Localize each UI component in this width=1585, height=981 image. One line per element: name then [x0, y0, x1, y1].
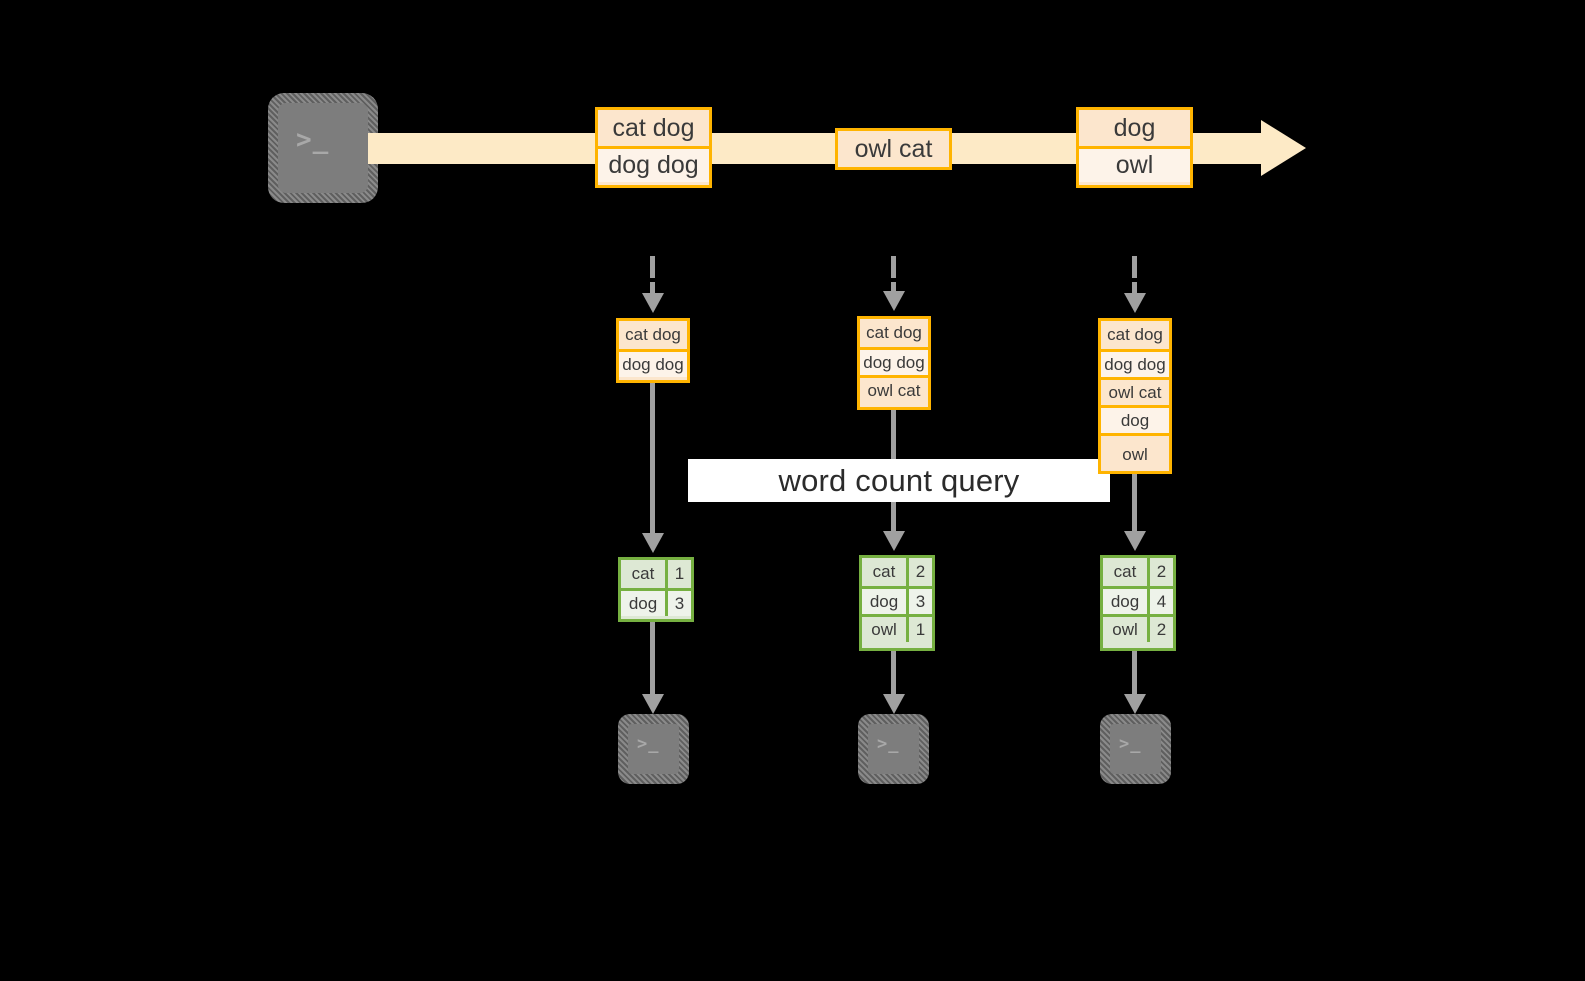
column-1-result-word-1: cat [621, 560, 665, 588]
column-2-accumulated-line-3: owl cat [860, 375, 928, 403]
terminal-screen [868, 724, 919, 774]
column-3-query-arrow-head [1124, 531, 1146, 551]
column-3-accumulated-line-5-overlay: owl [1101, 441, 1169, 468]
stream-batch-1-box: cat dog dog dog [595, 107, 712, 188]
column-2-accumulated-line-2: dog dog [860, 347, 928, 375]
column-3-sink-terminal-prompt-glyph: >_ [1119, 734, 1142, 754]
column-1-dashed-arrow-seg-1 [650, 256, 655, 278]
stream-batch-1-line-1: cat dog [598, 110, 709, 146]
table-row: dog 3 [621, 588, 691, 616]
column-3-dashed-arrow-head [1124, 293, 1146, 313]
stream-batch-1-line-2: dog dog [598, 146, 709, 182]
column-3-result-count-1: 2 [1147, 558, 1173, 586]
column-3-sink-terminal-icon: >_ [1100, 714, 1171, 784]
column-3-sink-arrow-line [1132, 651, 1137, 696]
column-2-result-count-3: 1 [906, 617, 932, 642]
column-1-dashed-arrow-head [642, 293, 664, 313]
stream-batch-2-box: owl cat [835, 128, 952, 170]
column-1-accumulated-box: cat dog dog dog [616, 318, 690, 383]
column-1-accumulated-line-2: dog dog [619, 349, 687, 377]
column-2-result-count-2: 3 [906, 589, 932, 614]
column-2-accumulated-box: cat dog dog dog owl cat [857, 316, 931, 410]
table-row: owl 2 [1103, 614, 1173, 642]
column-1-query-arrow-line [650, 383, 655, 536]
column-1-result-table: cat 1 dog 3 [618, 557, 694, 622]
stream-batch-3-line-1: dog [1079, 110, 1190, 146]
terminal-screen [628, 724, 679, 774]
column-2-accumulated-line-1: cat dog [860, 319, 928, 347]
column-1-sink-arrow-line [650, 622, 655, 696]
column-3-sink-arrow-head [1124, 694, 1146, 714]
column-1-dashed-arrow-seg-2 [650, 282, 655, 294]
column-1-result-word-2: dog [621, 591, 665, 616]
column-3-accumulated-overlap-row: owl [1098, 441, 1172, 474]
source-terminal-prompt-glyph: >_ [296, 125, 330, 155]
column-2-result-table: cat 2 dog 3 owl 1 [859, 555, 935, 651]
column-3-result-word-2: dog [1103, 589, 1147, 614]
column-2-result-word-1: cat [862, 558, 906, 586]
query-banner-label: word count query [778, 462, 1020, 498]
stream-batch-3-line-2: owl [1079, 146, 1190, 182]
column-2-dashed-arrow-seg-2 [891, 282, 896, 292]
column-3-result-table: cat 2 dog 4 owl 2 [1100, 555, 1176, 651]
column-1-sink-terminal-prompt-glyph: >_ [637, 734, 660, 754]
column-2-query-arrow-head [883, 531, 905, 551]
column-3-result-count-2: 4 [1147, 589, 1173, 614]
column-3-accumulated-line-1: cat dog [1101, 321, 1169, 349]
column-3-accumulated-line-2: dog dog [1101, 349, 1169, 377]
column-2-result-count-1: 2 [906, 558, 932, 586]
column-1-query-arrow-head [642, 533, 664, 553]
column-3-result-count-3: 2 [1147, 617, 1173, 642]
query-banner: word count query [688, 459, 1110, 502]
column-1-accumulated-line-1: cat dog [619, 321, 687, 349]
column-3-dashed-arrow-seg-1 [1132, 256, 1137, 278]
column-1-sink-arrow-head [642, 694, 664, 714]
column-3-query-arrow-line [1132, 474, 1137, 534]
column-1-result-count-1: 1 [665, 560, 691, 588]
column-2-sink-terminal-icon: >_ [858, 714, 929, 784]
stream-batch-3-box: dog owl [1076, 107, 1193, 188]
column-3-accumulated-line-4: dog [1101, 405, 1169, 433]
column-1-sink-terminal-icon: >_ [618, 714, 689, 784]
terminal-screen [1110, 724, 1161, 774]
column-1-result-count-2: 3 [665, 591, 691, 616]
column-3-result-word-3: owl [1103, 617, 1147, 642]
column-3-dashed-arrow-seg-2 [1132, 282, 1137, 294]
column-2-result-word-3: owl [862, 617, 906, 642]
table-row: dog 4 [1103, 586, 1173, 614]
column-2-sink-arrow-line [891, 651, 896, 696]
column-2-result-word-2: dog [862, 589, 906, 614]
column-2-sink-arrow-head [883, 694, 905, 714]
table-row: cat 2 [1103, 558, 1173, 586]
table-row: cat 1 [621, 560, 691, 588]
source-terminal-icon: >_ [268, 93, 378, 203]
column-2-sink-terminal-prompt-glyph: >_ [877, 734, 900, 754]
table-row: cat 2 [862, 558, 932, 586]
terminal-screen [278, 103, 368, 193]
column-3-result-word-1: cat [1103, 558, 1147, 586]
stream-arrow-head [1261, 120, 1306, 176]
table-row: owl 1 [862, 614, 932, 642]
column-2-dashed-arrow-head [883, 291, 905, 311]
table-row: dog 3 [862, 586, 932, 614]
stream-batch-2-line-1: owl cat [838, 131, 949, 167]
column-2-dashed-arrow-seg-1 [891, 256, 896, 278]
column-3-accumulated-line-3: owl cat [1101, 377, 1169, 405]
